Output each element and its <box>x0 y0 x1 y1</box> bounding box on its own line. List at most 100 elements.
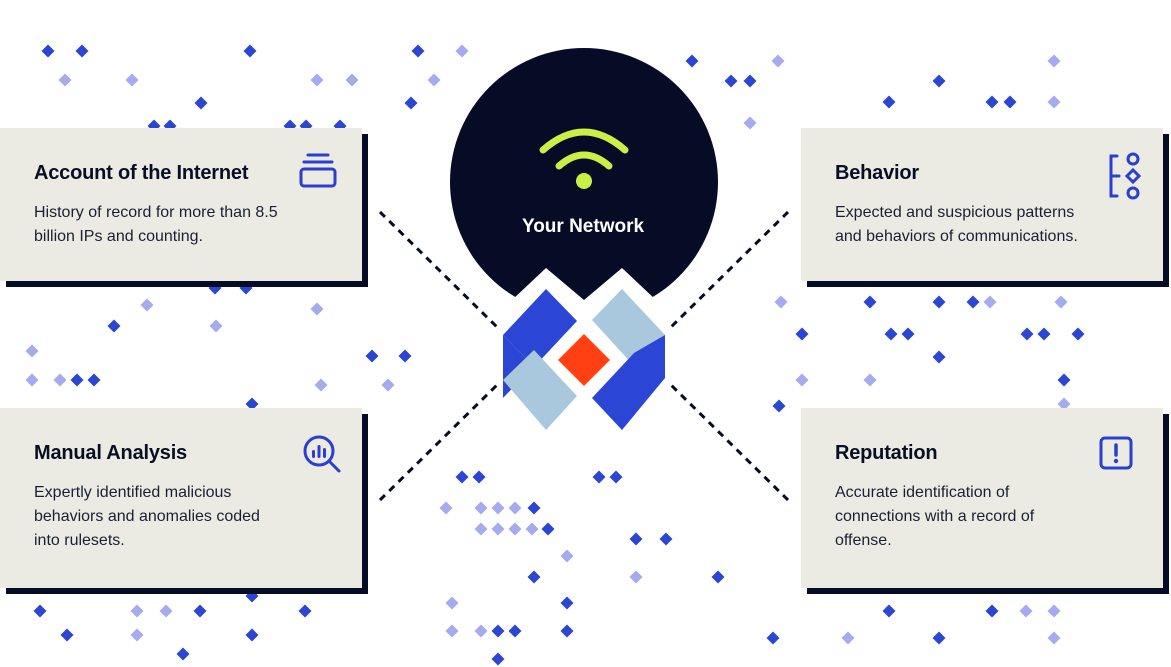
diamond-dot <box>491 624 505 638</box>
diamond-dot <box>176 647 190 661</box>
diamond-dot <box>310 302 324 316</box>
diamond-dot <box>1047 631 1061 645</box>
diamond-dot <box>472 470 486 484</box>
diamond-dot <box>882 604 896 618</box>
diamond-dot <box>474 624 488 638</box>
diamond-dot <box>1047 95 1061 109</box>
flow-icon <box>1109 152 1141 200</box>
diamond-dot <box>560 596 574 610</box>
diamond-dot <box>445 624 459 638</box>
diamond-dot <box>508 624 522 638</box>
diamond-dot <box>209 319 223 333</box>
diamond-dot <box>985 604 999 618</box>
diamond-dot <box>1057 373 1071 387</box>
diamond-dot <box>743 74 757 88</box>
diamond-dot <box>140 298 154 312</box>
diamond-dot <box>863 295 877 309</box>
diamond-dot <box>25 373 39 387</box>
diamond-dot <box>314 378 328 392</box>
alert-icon <box>1099 436 1133 470</box>
diamond-dot <box>711 570 725 584</box>
diamond-dot <box>245 589 259 603</box>
diamond-dot <box>1020 327 1034 341</box>
card-description: Expected and suspicious patterns and beh… <box>835 204 1078 245</box>
diamond-dot <box>685 54 699 68</box>
diamond-dot <box>1003 95 1017 109</box>
diamond-dot <box>310 73 324 87</box>
diamond-dot <box>398 349 412 363</box>
diamond-dot <box>659 532 673 546</box>
card-title: Account of the Internet <box>34 162 249 184</box>
diamond-dot <box>508 522 522 536</box>
diamond-dot <box>932 350 946 364</box>
card-title: Reputation <box>835 442 938 464</box>
diamond-dot <box>130 604 144 618</box>
diamond-dot <box>541 522 555 536</box>
diamond-dot <box>239 281 253 295</box>
diamond-dot <box>455 44 469 58</box>
diamond-dot <box>527 570 541 584</box>
diamond-dot <box>592 470 606 484</box>
diamond-dot <box>107 319 121 333</box>
diamond-dot <box>560 549 574 563</box>
diamond-dot <box>508 501 522 515</box>
network-label: Your Network <box>521 216 645 237</box>
wifi-dot <box>576 173 592 189</box>
diamond-dot <box>629 532 643 546</box>
diamond-dot <box>932 295 946 309</box>
diamond-dot <box>491 501 505 515</box>
card-title: Manual Analysis <box>34 442 187 464</box>
diamond-dot <box>298 604 312 618</box>
diamond-dot <box>70 373 84 387</box>
diamond-dot <box>193 604 207 618</box>
connector-line-top-right <box>668 210 790 330</box>
card-description: Accurate identification of connections w… <box>835 484 1035 549</box>
diamond-dot <box>901 327 915 341</box>
card-description: Expertly identified malicious behaviors … <box>34 484 260 549</box>
connector-line-top-left <box>378 210 500 330</box>
diamond-dot <box>841 631 855 645</box>
diamond-dot <box>766 631 780 645</box>
diamond-dot <box>1019 604 1033 618</box>
diamond-dot <box>771 54 785 68</box>
diamond-dot <box>1047 604 1061 618</box>
diamond-dot <box>774 295 788 309</box>
stack-icon <box>299 153 337 188</box>
diamond-dot <box>629 570 643 584</box>
diamond-dot <box>445 596 459 610</box>
diamond-dot <box>194 96 208 110</box>
diamond-dot <box>159 604 173 618</box>
connector-line-bottom-left <box>378 382 500 502</box>
diamond-dot <box>491 652 505 666</box>
diamond-dot <box>474 501 488 515</box>
diamond-dot <box>427 73 441 87</box>
search-chart-icon <box>303 435 341 473</box>
diamond-dot <box>1047 54 1061 68</box>
diamond-dot <box>882 95 896 109</box>
card-reputation: Reputation Accurate identification of co… <box>801 408 1163 588</box>
diamond-dot <box>208 281 222 295</box>
card-title: Behavior <box>835 162 919 184</box>
diamond-dot <box>1057 397 1071 411</box>
diamond-dot <box>1037 327 1051 341</box>
diamond-dot <box>130 628 144 642</box>
diamond-dot <box>33 604 47 618</box>
diamond-dot <box>795 327 809 341</box>
diamond-dot <box>381 378 395 392</box>
diamond-dot <box>795 373 809 387</box>
diamond-dot <box>743 116 757 130</box>
diamond-dot <box>365 349 379 363</box>
diamond-dot <box>411 44 425 58</box>
diamond-dot <box>724 74 738 88</box>
diamond-dot <box>87 373 101 387</box>
diamond-dot <box>60 628 74 642</box>
diamond-dot <box>1071 327 1085 341</box>
connector-line-bottom-right <box>668 382 790 502</box>
card-behavior: Behavior Expected and suspicious pattern… <box>801 128 1163 281</box>
diamond-dot <box>491 522 505 536</box>
diamond-dot <box>525 522 539 536</box>
diamond-dot <box>455 470 469 484</box>
diamond-dot <box>345 73 359 87</box>
logo-mark <box>503 289 665 430</box>
